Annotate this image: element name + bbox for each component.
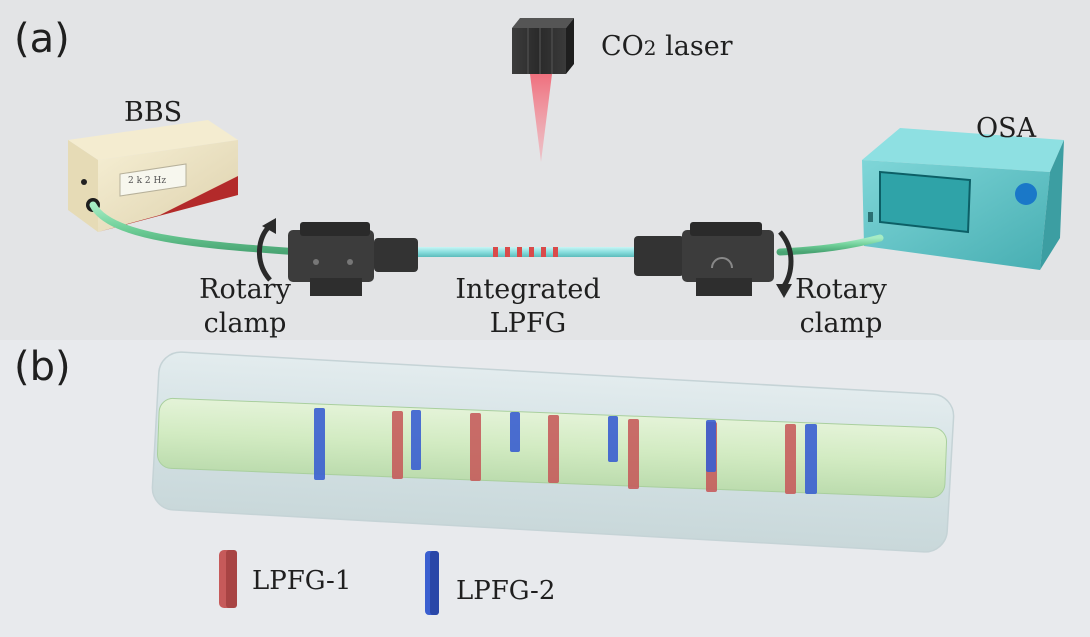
fiber-cable-left [89, 201, 304, 256]
co2-laser-suffix: laser [656, 31, 733, 62]
rotary-clamp-right [634, 222, 774, 296]
laser-beam [530, 74, 552, 162]
rotary-clamp-left-line2: clamp [203, 307, 287, 339]
osa-label: OSA [976, 113, 1037, 144]
rotation-arrow-right [776, 230, 794, 298]
bbs-label: BBS [124, 97, 183, 128]
integrated-lpfg-marks [493, 247, 558, 257]
co2-laser-label: CO2 laser [601, 30, 733, 64]
rotary-clamp-right-line2: clamp [799, 307, 883, 339]
rotary-clamp-right-line1: Rotary [795, 274, 887, 305]
lpfg-1-bands [392, 411, 796, 494]
rotation-arrow-left [256, 218, 276, 282]
co2-laser-head [512, 18, 574, 74]
legend-label-lpfg-1: LPFG-1 [252, 566, 352, 596]
bare-fiber [410, 247, 646, 257]
osa-instrument [862, 128, 1064, 270]
integrated-lpfg-label-line2: LPFG [489, 307, 567, 339]
legend-swatch-lpfg-1 [219, 550, 237, 608]
rotary-clamp-right-label: Rotary clamp [786, 273, 896, 341]
integrated-lpfg-label: Integrated LPFG [448, 273, 608, 341]
panel-b-label: (b) [14, 344, 71, 390]
rotary-clamp-left-label: Rotary clamp [190, 273, 300, 341]
panel-a-label: (a) [14, 16, 70, 62]
legend-label-lpfg-2: LPFG-2 [456, 576, 556, 606]
lpfg-2-bands [314, 408, 817, 494]
bbs-display-text: 2 k 2 Hz [128, 176, 167, 186]
co2-laser-name: CO [601, 31, 644, 62]
bbs-source [68, 120, 238, 232]
co2-laser-subscript: 2 [643, 36, 657, 60]
rotary-clamp-left-line1: Rotary [199, 274, 291, 305]
legend-swatch-lpfg-2 [425, 551, 439, 615]
rotary-clamp-left [288, 222, 418, 296]
integrated-lpfg-label-line1: Integrated [455, 274, 601, 305]
